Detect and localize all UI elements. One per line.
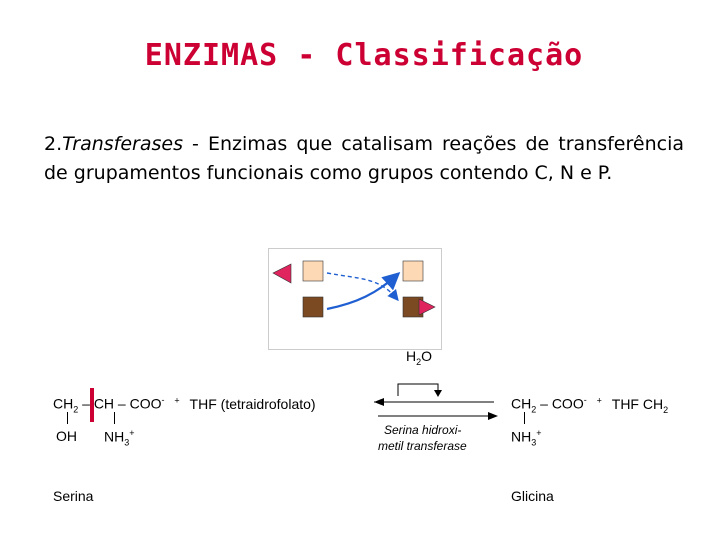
transferases-paragraph: 2.Transferases - Enzimas que catalisam r… <box>44 130 684 188</box>
serine-oh: OH <box>56 428 77 444</box>
water-label: H2O <box>406 348 433 367</box>
transfer-schematic <box>272 260 436 318</box>
transfer-arrow-solid <box>326 272 401 311</box>
glycine-nh3: NH3+ <box>511 428 542 448</box>
serine-name: Serina <box>53 488 94 504</box>
substrate-square-right-top <box>402 260 424 282</box>
term-transferases: Transferases <box>62 133 183 155</box>
definition-text: - Enzimas que catalisam reações de trans… <box>44 133 684 184</box>
glycine-formula: CH2 – COO- + THF CH2 <box>511 395 669 415</box>
bond-oh <box>67 412 68 424</box>
item-number: 2. <box>44 133 63 155</box>
group-triangle-left <box>272 263 292 284</box>
substrate-square-left-top <box>302 260 324 282</box>
serine-formula: CH2 – CH – COO- + THF (tetraidrofolato) <box>53 395 316 415</box>
serine-nh3: NH3+ <box>104 428 135 448</box>
group-triangle-right <box>418 298 436 316</box>
enzyme-name-line1: Serina hidroxi- <box>384 423 462 437</box>
bond-nh3 <box>114 412 115 424</box>
substrate-square-left-bottom <box>302 296 324 318</box>
transfer-bond-marker <box>90 388 94 422</box>
enzyme-name-line2: metil transferase <box>378 439 467 453</box>
reversible-reaction-arrows <box>374 398 498 420</box>
glycine-name: Glicina <box>511 488 554 504</box>
slide-title: ENZIMAS - Classificação <box>144 38 584 73</box>
water-input-arrow <box>397 383 442 397</box>
transfer-arrow-dashed <box>326 272 399 302</box>
group-transfer-diagram <box>268 248 442 350</box>
bond-glycine-nh3 <box>524 412 525 424</box>
